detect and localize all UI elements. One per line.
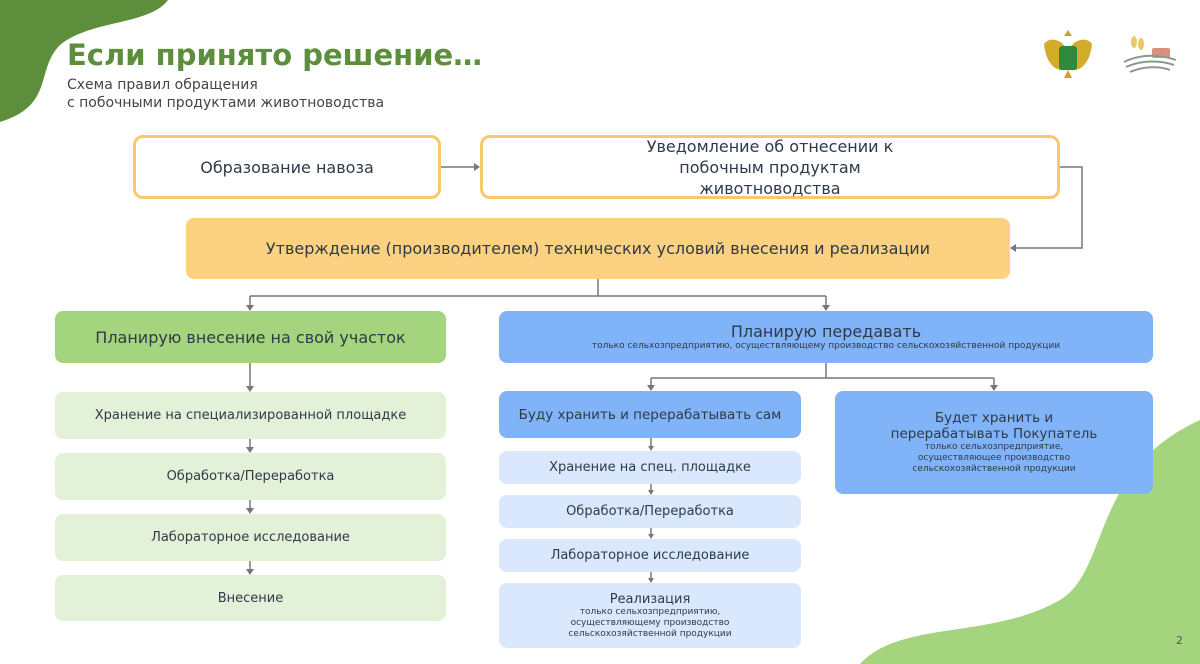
branch-own-land: Планирую внесение на свой участок xyxy=(55,311,446,363)
step-notification: Уведомление об отнесении к побочным прод… xyxy=(480,135,1060,199)
step-label: Хранение на спец. площадке xyxy=(549,460,751,475)
top-left-blob xyxy=(0,0,168,122)
left-step: Хранение на специализированной площадке xyxy=(55,392,446,439)
step-label: Лабораторное исследование xyxy=(550,548,750,563)
step-label: Утверждение (производителем) технических… xyxy=(265,239,931,258)
branch-title: Планирую передавать xyxy=(730,322,922,341)
right-step: Обработка/Переработка xyxy=(499,495,801,528)
branch-buyer-processing: Будет хранить и перерабатывать Покупател… xyxy=(835,391,1153,494)
step-note: только сельхозпредприятие, осуществляюще… xyxy=(912,442,1076,474)
step-label: Внесение xyxy=(217,590,284,606)
page-number: 2 xyxy=(1176,634,1183,647)
ministry-emblem-logo xyxy=(1044,30,1092,78)
branch-title: Планирую внесение на свой участок xyxy=(95,327,406,347)
branch-self-processing: Буду хранить и перерабатывать сам xyxy=(499,391,801,438)
step-tech-conditions: Утверждение (производителем) технических… xyxy=(186,218,1010,279)
step-label: Лабораторное исследование xyxy=(151,530,350,545)
right-step: Хранение на спец. площадке xyxy=(499,451,801,484)
step-label: Будет хранить и перерабатывать Покупател… xyxy=(890,410,1098,442)
step-label: Обработка/Переработка xyxy=(566,504,734,519)
subtitle-line: с побочными продуктами животноводства xyxy=(67,95,385,111)
step-manure-formation: Образование навоза xyxy=(133,135,441,199)
agriculture-logo xyxy=(1123,36,1177,73)
connectors xyxy=(249,166,1083,579)
branch-transfer: Планирую передавать только сельхозпредпр… xyxy=(499,311,1153,363)
arrowheads xyxy=(246,163,1016,583)
step-label: Буду хранить и перерабатывать сам xyxy=(518,406,782,423)
page-title: Если принято решение… xyxy=(67,38,483,72)
right-step-sale: Реализация только сельхозпредприятию, ос… xyxy=(499,583,801,648)
left-step: Внесение xyxy=(55,575,446,621)
step-label: Хранение на специализированной площадке xyxy=(94,408,407,423)
left-step: Обработка/Переработка xyxy=(55,453,446,500)
step-label: Уведомление об отнесении к побочным прод… xyxy=(646,136,894,198)
step-label: Обработка/Переработка xyxy=(166,469,335,484)
left-step: Лабораторное исследование xyxy=(55,514,446,561)
step-label: Образование навоза xyxy=(200,157,374,177)
page-subtitle: Схема правил обращения с побочными проду… xyxy=(67,76,384,112)
right-step: Лабораторное исследование xyxy=(499,539,801,572)
branch-note: только сельхозпредприятию, осуществляюще… xyxy=(591,341,1061,351)
step-note: только сельхозпредприятию, осуществляюще… xyxy=(568,606,732,639)
subtitle-line: Схема правил обращения xyxy=(67,77,258,93)
bottom-right-blob xyxy=(860,420,1200,664)
step-label: Реализация xyxy=(609,591,691,607)
